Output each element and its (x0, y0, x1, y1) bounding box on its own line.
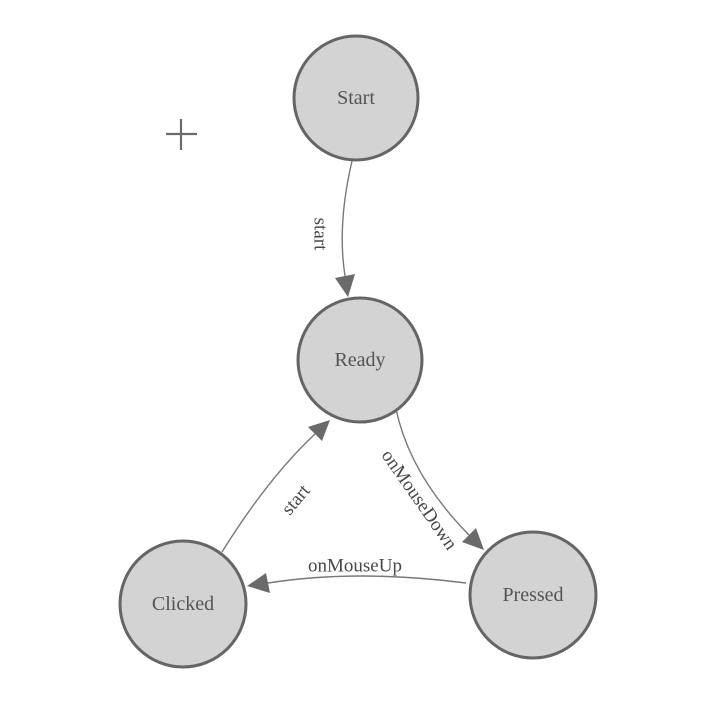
edge-line[interactable] (341, 160, 353, 277)
arrowhead-into-ready (335, 274, 355, 297)
arrowhead-into-clicked (247, 573, 270, 593)
edge-label-start-top: start (310, 218, 331, 251)
edge-line[interactable] (267, 575, 467, 584)
edge-line[interactable] (395, 408, 470, 536)
state-circle-clicked[interactable] (118, 539, 248, 669)
state-node-pressed[interactable]: Pressed (468, 530, 598, 660)
transition-edge-pressed-to-clicked[interactable]: onMouseUp (247, 556, 467, 594)
edge-line[interactable] (221, 433, 316, 553)
state-node-clicked[interactable]: Clicked (118, 539, 248, 669)
state-circle-start[interactable] (292, 34, 420, 162)
state-circle-ready[interactable] (296, 296, 424, 424)
state-node-start[interactable]: Start (292, 34, 420, 162)
node-label-start: Start (337, 87, 375, 109)
transition-edge-start-to-ready[interactable]: start (310, 160, 356, 297)
crosshair-cursor (166, 119, 197, 150)
arrowhead-into-ready-from-clicked (308, 420, 330, 441)
node-label-pressed: Pressed (502, 584, 563, 606)
state-circle-pressed[interactable] (468, 530, 598, 660)
node-label-clicked: Clicked (152, 593, 214, 615)
node-label-ready: Ready (334, 349, 385, 371)
edge-label-onmouseup: onMouseUp (308, 556, 402, 577)
arrowhead-into-pressed (462, 528, 484, 550)
state-node-ready[interactable]: Ready (296, 296, 424, 424)
